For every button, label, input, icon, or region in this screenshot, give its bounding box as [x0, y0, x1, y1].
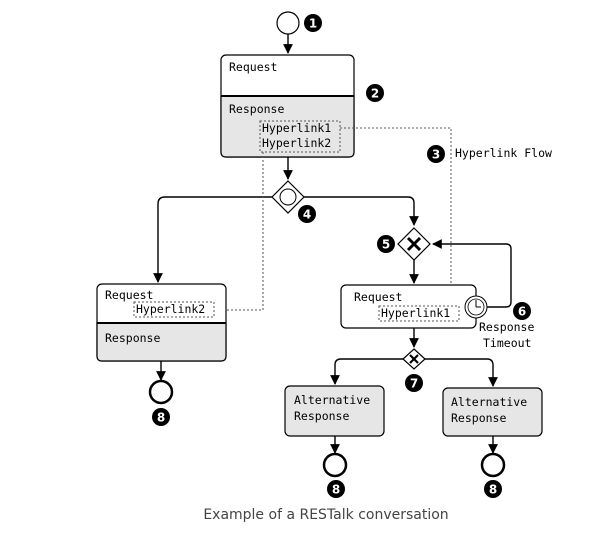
top-request-label: Request	[229, 60, 277, 74]
svg-text:4: 4	[303, 208, 311, 222]
exclusive-gateway-icon	[402, 348, 426, 370]
exclusive-gateway-icon	[397, 227, 431, 261]
svg-text:6: 6	[518, 305, 526, 319]
timer-icon	[464, 295, 488, 319]
left-request-label: Request	[105, 288, 153, 302]
alt-right-line1: Alternative	[451, 395, 527, 409]
top-hyperlink-box	[259, 120, 341, 153]
end-event-left	[148, 379, 174, 405]
left-request-box: Request Hyperlink2 Response	[96, 283, 227, 362]
left-hyperlink-box	[133, 301, 215, 318]
marker-2: 2	[366, 84, 384, 102]
flow-xor7-to-alt-right	[425, 358, 498, 387]
timeout-label-line2: Timeout	[483, 336, 531, 350]
top-response-label: Response	[229, 102, 284, 116]
hyperlink-flow-label: Hyperlink Flow	[455, 146, 552, 160]
start-event	[276, 11, 300, 35]
alt-right-line2: Response	[451, 411, 506, 425]
timeout-loop-flow	[432, 239, 512, 308]
hyperlink1-flow	[340, 127, 451, 303]
marker-6: 6	[513, 302, 531, 320]
hyperlink2-flow	[215, 152, 264, 310]
left-hyperlink2-label: Hyperlink2	[136, 302, 205, 316]
flow-gateway-to-xor	[304, 196, 419, 226]
marker-7: 7	[405, 374, 423, 392]
left-response-label: Response	[105, 331, 160, 345]
top-request-box: Request Response Hyperlink1 Hyperlink2	[220, 54, 355, 158]
end-event-right	[480, 452, 506, 478]
right-request-label: Request	[354, 290, 402, 304]
timeout-label-line1: Response	[479, 320, 534, 334]
svg-text:2: 2	[371, 87, 379, 101]
marker-8-middle: 8	[327, 480, 345, 498]
svg-text:1: 1	[309, 17, 317, 31]
alt-response-left-box: Alternative Response	[284, 385, 385, 437]
marker-1: 1	[304, 14, 322, 32]
marker-8-left: 8	[152, 408, 170, 426]
flow-xor7-to-alt-left	[330, 358, 403, 385]
svg-text:8: 8	[332, 483, 340, 497]
flow-gateway-to-left-request	[153, 196, 272, 283]
top-hyperlink1-label: Hyperlink1	[262, 121, 331, 135]
svg-text:7: 7	[410, 377, 418, 391]
svg-text:8: 8	[157, 411, 165, 425]
alt-left-line1: Alternative	[294, 393, 370, 407]
event-based-gateway-icon	[271, 180, 305, 214]
right-hyperlink1-label: Hyperlink1	[381, 306, 450, 320]
end-event-middle	[322, 452, 348, 478]
svg-text:8: 8	[489, 483, 497, 497]
right-hyperlink-box	[378, 305, 460, 322]
right-request-box: Request Hyperlink1	[340, 284, 477, 329]
marker-3: 3	[427, 145, 445, 163]
svg-text:3: 3	[432, 148, 440, 162]
figure-caption: Example of a RESTalk conversation	[203, 507, 448, 523]
svg-text:5: 5	[382, 238, 390, 252]
marker-4: 4	[298, 205, 316, 223]
marker-8-right: 8	[484, 480, 502, 498]
alt-response-right-box: Alternative Response	[442, 387, 543, 437]
top-hyperlink2-label: Hyperlink2	[262, 136, 331, 150]
alt-left-line2: Response	[294, 409, 349, 423]
marker-5: 5	[377, 235, 395, 253]
